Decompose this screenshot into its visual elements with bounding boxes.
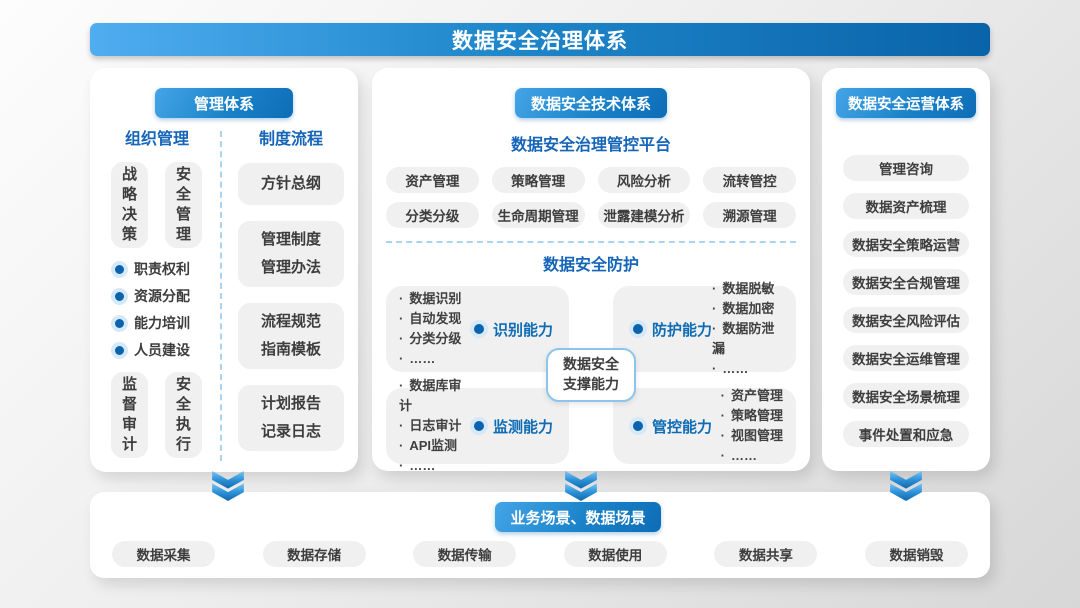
down-arrow-icon bbox=[890, 471, 922, 501]
capability-label: 监测能力 bbox=[473, 416, 553, 437]
control-capability-box: 管控能力 资产管理 策略管理 视图管理 …… bbox=[613, 388, 796, 464]
page-title: 数据安全治理体系 bbox=[90, 23, 990, 56]
technology-system-panel: 数据安全技术体系 数据安全治理管控平台 资产管理 策略管理 风险分析 流转管控 … bbox=[372, 68, 810, 473]
organization-column: 组织管理 战略决策 安全管理 职责权利 资源分配 能力培训 人员建设 监督审计 … bbox=[90, 131, 220, 461]
organization-title: 组织管理 bbox=[124, 131, 189, 148]
protect-capability-box: 防护能力 数据脱敏 数据加密 数据防泄漏 …… bbox=[613, 281, 796, 376]
scenarios-panel: 业务场景、数据场景 数据采集 数据存储 数据传输 数据使用 数据共享 数据销毁 bbox=[90, 492, 990, 578]
platform-chip: 资产管理 bbox=[386, 167, 479, 193]
operation-item: 数据资产梳理 bbox=[843, 193, 969, 219]
ring-dot-icon bbox=[115, 318, 124, 328]
operation-item: 数据安全风险评估 bbox=[843, 307, 969, 333]
scenario-chip: 数据销毁 bbox=[864, 541, 968, 567]
list-item: 职责权利 bbox=[111, 260, 220, 278]
process-spec-box: 流程规范 指南模板 bbox=[238, 303, 344, 369]
operation-item: 事件处置和应急 bbox=[843, 421, 969, 447]
scenario-chip: 数据共享 bbox=[714, 541, 818, 567]
capability-item-list: 资产管理 策略管理 视图管理 …… bbox=[721, 386, 783, 467]
capability-label: 识别能力 bbox=[473, 319, 553, 340]
support-capability-box: 数据安全 支撑能力 bbox=[546, 348, 636, 402]
management-rules-box: 管理制度 管理办法 bbox=[238, 221, 344, 287]
ring-dot-icon bbox=[633, 421, 643, 431]
operation-system-header: 数据安全运营体系 bbox=[836, 88, 976, 118]
platform-chip: 流转管控 bbox=[703, 167, 796, 193]
protection-quadrants: 数据识别 自动发现 分类分级 …… 识别能力 防护能力 数据脱敏 数据加密 数据… bbox=[372, 281, 810, 473]
operation-item: 数据安全合规管理 bbox=[843, 269, 969, 295]
platform-chip: 溯源管理 bbox=[703, 202, 796, 228]
security-execution-box: 安全执行 bbox=[165, 372, 202, 458]
supervision-audit-box: 监督审计 bbox=[111, 372, 148, 458]
list-item: 人员建设 bbox=[111, 341, 220, 359]
organization-bottom-boxes: 监督审计 安全执行 bbox=[111, 372, 220, 458]
ring-dot-icon bbox=[115, 291, 124, 301]
platform-title: 数据安全治理管控平台 bbox=[510, 137, 671, 154]
platform-chip: 生命周期管理 bbox=[491, 202, 585, 228]
scenario-chip: 数据传输 bbox=[413, 541, 517, 567]
protection-title: 数据安全防护 bbox=[542, 257, 639, 274]
ring-dot-icon bbox=[115, 264, 124, 274]
operation-item: 数据安全策略运营 bbox=[843, 231, 969, 257]
platform-chip: 分类分级 bbox=[386, 202, 479, 228]
list-item: 资源分配 bbox=[111, 287, 220, 305]
platform-chips: 资产管理 策略管理 风险分析 流转管控 分类分级 生命周期管理 泄露建模分析 溯… bbox=[372, 167, 810, 228]
management-system-panel: 管理体系 组织管理 战略决策 安全管理 职责权利 资源分配 能力培训 人员建设 … bbox=[90, 68, 358, 472]
identify-capability-box: 数据识别 自动发现 分类分级 …… 识别能力 bbox=[386, 286, 569, 372]
capability-item-list: 数据识别 自动发现 分类分级 …… bbox=[399, 289, 461, 370]
organization-top-boxes: 战略决策 安全管理 bbox=[111, 162, 220, 248]
ring-dot-icon bbox=[473, 421, 484, 431]
scenario-chip: 数据采集 bbox=[112, 541, 215, 567]
scenario-chip: 数据存储 bbox=[262, 541, 366, 567]
monitor-capability-box: 数据库审计 日志审计 API监测 …… 监测能力 bbox=[386, 378, 569, 473]
capability-label: 管控能力 bbox=[633, 416, 712, 437]
capability-item-list: 数据库审计 日志审计 API监测 …… bbox=[399, 376, 474, 477]
capability-item-list: 数据脱敏 数据加密 数据防泄漏 …… bbox=[712, 279, 783, 380]
operation-item: 数据安全运维管理 bbox=[843, 345, 969, 371]
column-divider bbox=[220, 131, 222, 461]
management-columns: 组织管理 战略决策 安全管理 职责权利 资源分配 能力培训 人员建设 监督审计 … bbox=[90, 131, 358, 461]
platform-chip: 泄露建模分析 bbox=[597, 202, 691, 228]
technology-system-header: 数据安全技术体系 bbox=[515, 88, 667, 118]
security-management-box: 安全管理 bbox=[165, 162, 202, 248]
operation-item: 管理咨询 bbox=[843, 155, 969, 181]
scenario-chips: 数据采集 数据存储 数据传输 数据使用 数据共享 数据销毁 bbox=[90, 541, 990, 567]
ring-dot-icon bbox=[633, 324, 643, 334]
organization-bullets: 职责权利 资源分配 能力培训 人员建设 bbox=[111, 260, 220, 359]
list-item: 能力培训 bbox=[111, 314, 220, 332]
operation-items: 管理咨询 数据资产梳理 数据安全策略运营 数据安全合规管理 数据安全风险评估 数… bbox=[822, 155, 990, 447]
management-system-header: 管理体系 bbox=[155, 88, 293, 118]
scenario-chip: 数据使用 bbox=[563, 541, 667, 567]
ring-dot-icon bbox=[115, 345, 124, 355]
operation-system-panel: 数据安全运营体系 管理咨询 数据资产梳理 数据安全策略运营 数据安全合规管理 数… bbox=[822, 68, 990, 471]
scenarios-header: 业务场景、数据场景 bbox=[495, 502, 661, 532]
operation-item: 数据安全场景梳理 bbox=[843, 383, 969, 409]
plan-report-box: 计划报告 记录日志 bbox=[238, 385, 344, 451]
strategy-decision-box: 战略决策 bbox=[111, 162, 148, 248]
down-arrow-icon bbox=[565, 471, 597, 501]
process-column: 制度流程 方针总纲 管理制度 管理办法 流程规范 指南模板 计划报告 记录日志 bbox=[222, 131, 358, 461]
dashed-separator bbox=[386, 241, 796, 243]
platform-chip: 策略管理 bbox=[491, 167, 585, 193]
ring-dot-icon bbox=[473, 324, 484, 334]
capability-label: 防护能力 bbox=[633, 319, 712, 340]
down-arrow-icon bbox=[212, 471, 244, 501]
platform-chip: 风险分析 bbox=[597, 167, 691, 193]
policy-outline-box: 方针总纲 bbox=[238, 163, 344, 205]
process-title: 制度流程 bbox=[258, 131, 323, 148]
